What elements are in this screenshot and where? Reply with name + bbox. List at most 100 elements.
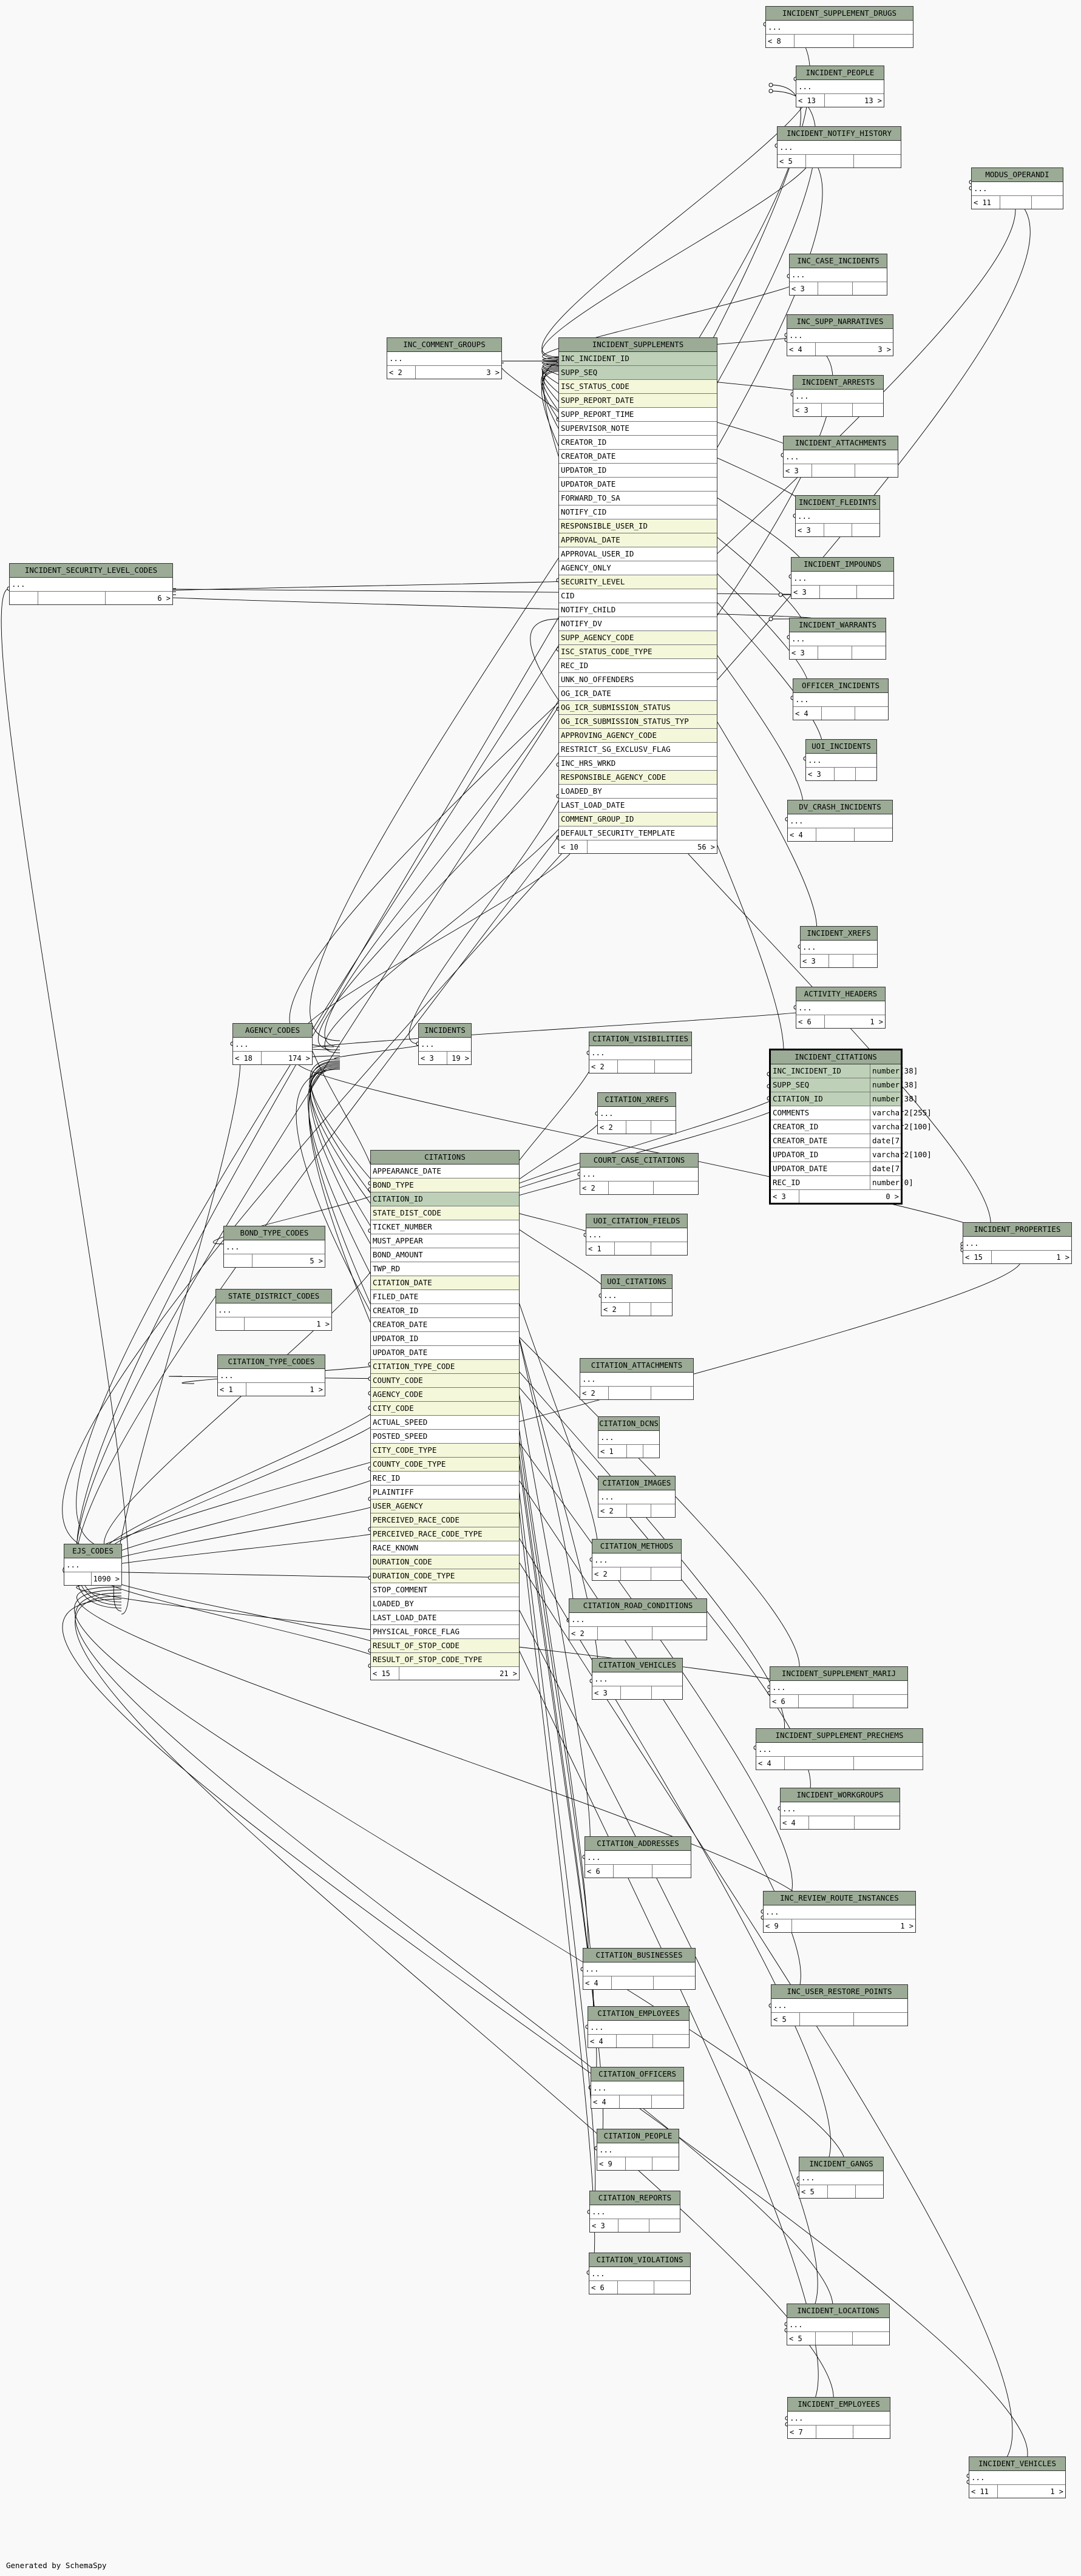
table-citation-officers[interactable]: CITATION_OFFICERS...< 4 <box>591 2067 684 2109</box>
table-column[interactable]: ISC_STATUS_CODE <box>559 380 717 394</box>
table-column[interactable]: AGENCY_ONLY <box>559 561 717 575</box>
table-name[interactable]: INCIDENT_IMPOUNDS <box>791 558 893 572</box>
table-column[interactable]: CREATOR_ID <box>559 436 717 450</box>
table-column[interactable]: TICKET_NUMBER <box>371 1220 519 1234</box>
column-ellipsis[interactable]: ... <box>770 1681 907 1695</box>
table-name[interactable]: INC_REVIEW_ROUTE_INSTANCES <box>764 1891 915 1905</box>
table-column[interactable]: USER_AGENCY <box>371 1499 519 1513</box>
table-name[interactable]: INCIDENT_PROPERTIES <box>963 1223 1071 1237</box>
table-name[interactable]: CITATION_ROAD_CONDITIONS <box>569 1599 707 1613</box>
column-ellipsis[interactable]: ... <box>787 2318 889 2332</box>
table-name[interactable]: CITATION_XREFS <box>598 1093 676 1107</box>
column-ellipsis[interactable]: ... <box>592 1672 682 1686</box>
table-column[interactable]: CREATOR_DATE <box>559 450 717 464</box>
table-column[interactable]: UNK_NO_OFFENDERS <box>559 673 717 687</box>
table-court-case-citations[interactable]: COURT_CASE_CITATIONS...< 2 <box>580 1153 699 1195</box>
table-incident-arrests[interactable]: INCIDENT_ARRESTS...< 3 <box>793 375 884 417</box>
table-name[interactable]: INCIDENTS <box>419 1024 471 1038</box>
table-column[interactable]: REC_ID <box>371 1472 519 1486</box>
table-citation-employees[interactable]: CITATION_EMPLOYEES...< 4 <box>588 2006 690 2048</box>
column-ellipsis[interactable]: ... <box>569 1613 707 1627</box>
table-name[interactable]: OFFICER_INCIDENTS <box>793 679 888 693</box>
table-name[interactable]: INCIDENT_PEOPLE <box>796 66 884 80</box>
table-citation-reports[interactable]: CITATION_REPORTS...< 3 <box>589 2191 680 2233</box>
column-ellipsis[interactable]: ... <box>801 941 877 955</box>
table-column[interactable]: UPDATOR_ID <box>371 1332 519 1346</box>
table-column[interactable]: DURATION_CODE <box>371 1555 519 1569</box>
table-name[interactable]: INCIDENT_SUPPLEMENTS <box>559 338 717 352</box>
table-name[interactable]: CITATION_TYPE_CODES <box>218 1355 325 1369</box>
table-column[interactable]: CITY_CODE_TYPE <box>371 1444 519 1458</box>
table-name[interactable]: INCIDENT_ATTACHMENTS <box>784 436 898 450</box>
table-column[interactable]: INC_HRS_WRKD <box>559 757 717 771</box>
table-incident-locations[interactable]: INCIDENT_LOCATIONS...< 5 <box>787 2304 890 2345</box>
table-column[interactable]: LOADED_BY <box>559 785 717 799</box>
table-column[interactable]: CID <box>559 589 717 603</box>
column-ellipsis[interactable]: ... <box>796 510 879 524</box>
column-ellipsis[interactable]: ... <box>387 352 501 366</box>
table-name[interactable]: UOI_CITATION_FIELDS <box>586 1214 687 1228</box>
table-incident-supplement-drugs[interactable]: INCIDENT_SUPPLEMENT_DRUGS...< 8 <box>765 6 913 48</box>
table-column[interactable]: INC_INCIDENT_ID <box>559 352 717 366</box>
table-column[interactable]: STOP_COMMENT <box>371 1583 519 1597</box>
table-name[interactable]: INCIDENT_FLEDINTS <box>796 496 879 510</box>
column-ellipsis[interactable]: ... <box>766 21 913 35</box>
table-column[interactable]: FORWARD_TO_SA <box>559 492 717 505</box>
column-ellipsis[interactable]: ... <box>598 1490 675 1504</box>
table-column[interactable]: OG_ICR_DATE <box>559 687 717 701</box>
column-ellipsis[interactable]: ... <box>793 693 888 707</box>
column-ellipsis[interactable]: ... <box>788 814 892 828</box>
table-column[interactable]: LOADED_BY <box>371 1597 519 1611</box>
table-column[interactable]: ACTUAL_SPEED <box>371 1416 519 1430</box>
table-name[interactable]: CITATION_EMPLOYEES <box>588 2007 689 2021</box>
table-inc-user-restore-points[interactable]: INC_USER_RESTORE_POINTS...< 5 <box>771 1984 908 2026</box>
table-name[interactable]: INC_COMMENT_GROUPS <box>387 338 501 352</box>
column-ellipsis[interactable]: ... <box>598 1431 659 1445</box>
table-name[interactable]: CITATION_ATTACHMENTS <box>580 1359 693 1373</box>
table-column[interactable]: RESULT_OF_STOP_CODE <box>371 1639 519 1653</box>
column-ellipsis[interactable]: ... <box>586 1228 687 1242</box>
table-name[interactable]: INCIDENT_LOCATIONS <box>787 2304 889 2318</box>
table-column[interactable]: RESULT_OF_STOP_CODE_TYPE <box>371 1653 519 1667</box>
table-citation-attachments[interactable]: CITATION_ATTACHMENTS...< 2 <box>580 1358 694 1400</box>
table-ejs-codes[interactable]: EJS_CODES...1090 > <box>64 1544 122 1586</box>
column-ellipsis[interactable]: ... <box>969 2471 1065 2485</box>
table-column[interactable]: UPDATOR_DATE <box>559 478 717 492</box>
column-ellipsis[interactable]: ... <box>778 141 901 155</box>
table-column[interactable]: FILED_DATE <box>371 1290 519 1304</box>
table-name[interactable]: INCIDENT_VEHICLES <box>969 2457 1065 2471</box>
table-citation-businesses[interactable]: CITATION_BUSINESSES...< 4 <box>583 1948 696 1990</box>
table-incident-attachments[interactable]: INCIDENT_ATTACHMENTS...< 3 <box>783 436 898 478</box>
table-incident-workgroups[interactable]: INCIDENT_WORKGROUPS...< 4 <box>780 1788 900 1830</box>
table-name[interactable]: CITATION_BUSINESSES <box>583 1949 695 1962</box>
column-ellipsis[interactable]: ... <box>598 1107 676 1121</box>
table-column[interactable]: PERCEIVED_RACE_CODE_TYPE <box>371 1527 519 1541</box>
column-ellipsis[interactable]: ... <box>972 182 1063 196</box>
table-column[interactable]: SUPP_REPORT_DATE <box>559 394 717 408</box>
table-incident-supplement-marij[interactable]: INCIDENT_SUPPLEMENT_MARIJ...< 6 <box>770 1666 908 1708</box>
table-column[interactable]: SUPP_REPORT_TIME <box>559 408 717 422</box>
table-name[interactable]: INCIDENT_SUPPLEMENT_DRUGS <box>766 7 913 21</box>
table-column[interactable]: COUNTY_CODE_TYPE <box>371 1458 519 1472</box>
column-ellipsis[interactable]: ... <box>963 1237 1071 1251</box>
table-column[interactable]: ISC_STATUS_CODE_TYPE <box>559 645 717 659</box>
table-incident-fledints[interactable]: INCIDENT_FLEDINTS...< 3 <box>795 495 880 537</box>
table-name[interactable]: CITATION_VEHICLES <box>592 1658 682 1672</box>
table-name[interactable]: INCIDENT_CITATIONS <box>771 1050 901 1064</box>
table-name[interactable]: CITATION_VISIBILITIES <box>589 1032 691 1046</box>
column-ellipsis[interactable]: ... <box>796 1001 885 1015</box>
column-ellipsis[interactable]: ... <box>592 1553 681 1567</box>
table-incident-impounds[interactable]: INCIDENT_IMPOUNDS...< 3 <box>791 557 894 599</box>
table-column[interactable]: PLAINTIFF <box>371 1486 519 1499</box>
column-ellipsis[interactable]: ... <box>764 1905 915 1919</box>
